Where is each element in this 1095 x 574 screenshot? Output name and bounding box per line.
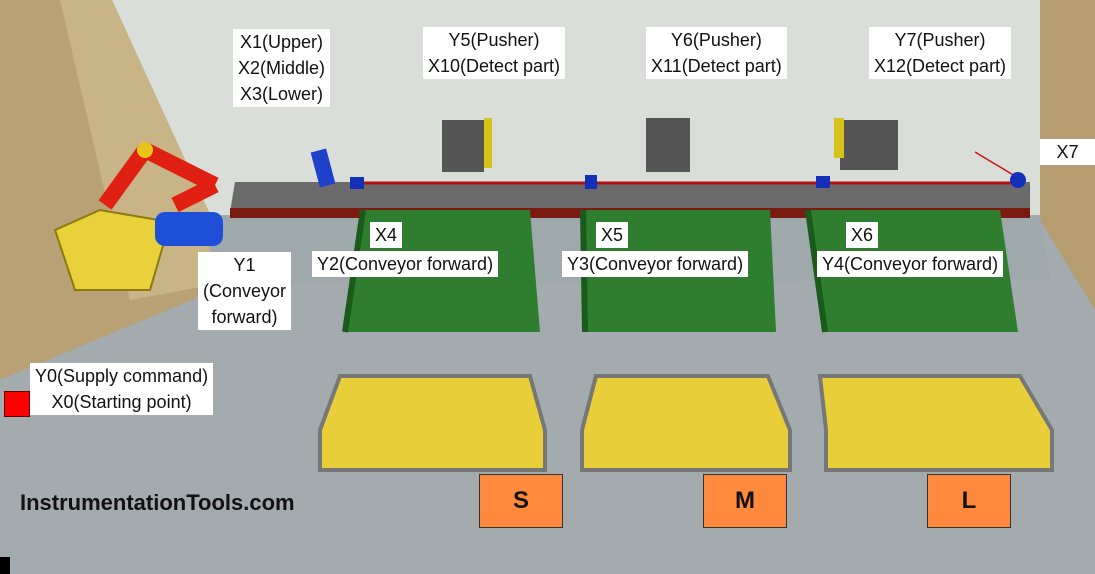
- sensor-x5: [585, 175, 597, 189]
- label-x7: X7: [1040, 139, 1095, 165]
- sensor-x4: [350, 177, 364, 189]
- label-y2: Y2(Conveyor forward): [312, 251, 499, 277]
- bin-l: [817, 374, 1054, 472]
- pusher-2-body: [646, 118, 690, 172]
- pusher-1-body: [442, 120, 484, 172]
- pusher-3-stripe: [834, 118, 844, 158]
- bin-label-s: S: [479, 474, 563, 528]
- label-x6: X6: [846, 222, 879, 248]
- bin-s: [318, 374, 547, 472]
- sensor-x1-3: [310, 148, 336, 188]
- label-x1-x3: X1(Upper) X2(Middle) X3(Lower): [233, 29, 331, 107]
- pusher-1-stripe: [484, 118, 492, 168]
- label-x5: X5: [596, 222, 629, 248]
- label-pusher-3: Y7(Pusher) X12(Detect part): [869, 27, 1012, 79]
- robot-base: [155, 212, 223, 246]
- branch-3-edge: [805, 209, 828, 333]
- pusher-3-body: [840, 120, 898, 170]
- label-y1: Y1 (Conveyor forward): [198, 252, 292, 330]
- bin-label-m: M: [703, 474, 787, 528]
- end-sensor-beam: [974, 151, 1016, 177]
- label-y4: Y4(Conveyor forward): [817, 251, 1004, 277]
- supply-indicator[interactable]: [4, 391, 30, 417]
- robot-arm-2: [141, 142, 219, 193]
- main-conveyor: [230, 182, 1030, 212]
- corner-marker: [0, 557, 10, 574]
- robot-joint: [137, 142, 153, 158]
- label-pusher-1: Y5(Pusher) X10(Detect part): [423, 27, 566, 79]
- label-y3: Y3(Conveyor forward): [562, 251, 749, 277]
- bin-m: [580, 374, 792, 472]
- supply-box: [53, 208, 172, 291]
- sensor-x6: [816, 176, 830, 188]
- label-x4: X4: [370, 222, 403, 248]
- label-supply: Y0(Supply command) X0(Starting point): [30, 363, 214, 415]
- brand-watermark: InstrumentationTools.com: [20, 490, 295, 515]
- sensor-x7: [1010, 172, 1026, 188]
- robot-arm-3: [98, 145, 152, 210]
- bin-label-l: L: [927, 474, 1011, 528]
- label-pusher-2: Y6(Pusher) X11(Detect part): [646, 27, 787, 79]
